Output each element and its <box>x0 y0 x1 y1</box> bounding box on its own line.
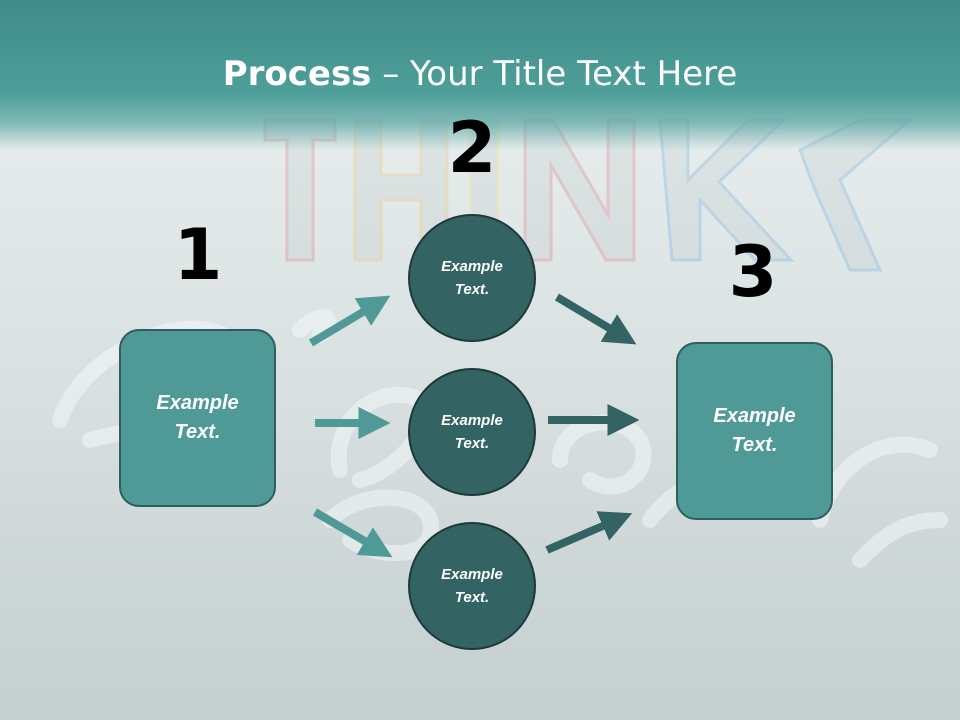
arrow-left-to-top <box>308 295 391 347</box>
step-number-2: 2 <box>447 107 497 189</box>
title-bold: Process <box>222 54 372 94</box>
right-box-label: Example Text. <box>713 405 796 456</box>
title-banner <box>0 0 960 150</box>
slide-title: Process – Your Title Text Here <box>0 50 960 98</box>
step-number-1: 1 <box>173 214 223 296</box>
title-rest: – Your Title Text Here <box>371 54 738 94</box>
arrow-top-to-right <box>554 293 637 345</box>
circle-bottom-label: Example Text. <box>441 566 503 606</box>
circle-top-label: Example Text. <box>441 258 503 298</box>
left-process-box: Example Text. <box>119 329 276 507</box>
circle-middle: Example Text. <box>408 368 536 496</box>
right-process-box: Example Text. <box>676 342 833 520</box>
arrow-bottom-to-right <box>545 511 633 554</box>
arrow-left-to-bottom <box>312 508 393 558</box>
step-number-3: 3 <box>728 231 778 313</box>
left-box-label: Example Text. <box>156 392 239 443</box>
circle-top: Example Text. <box>408 214 536 342</box>
circle-bottom: Example Text. <box>408 522 536 650</box>
circle-middle-label: Example Text. <box>441 412 503 452</box>
